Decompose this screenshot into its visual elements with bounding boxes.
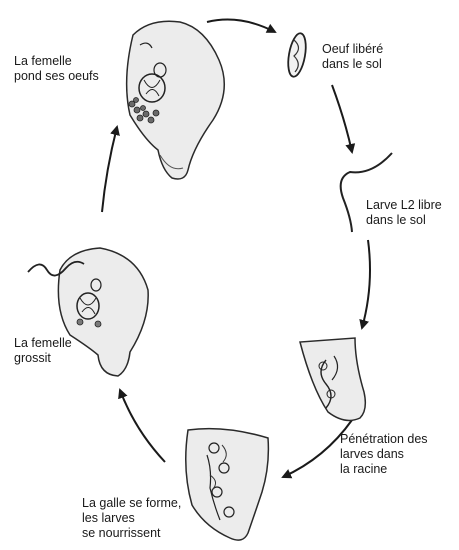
stage-label-root-penetration: Pénétration des larves dans la racine: [340, 432, 428, 477]
arrow-to-egg: [207, 20, 275, 32]
stage-label-egg-released: Oeuf libéré dans le sol: [322, 42, 383, 72]
root-female-laying-icon: [127, 21, 225, 179]
stage-label-egg-laying: La femelle pond ses oeufs: [14, 54, 99, 84]
stage-label-female-grows: La femelle grossit: [14, 336, 72, 366]
arrow-to-larva: [332, 85, 352, 152]
stage-label-free-larva: Larve L2 libre dans le sol: [366, 198, 442, 228]
arrow-to-egg-laying: [102, 127, 117, 212]
arrow-to-penetration: [362, 240, 370, 328]
egg-icon: [285, 32, 308, 78]
arrow-to-female-grows: [120, 390, 165, 462]
root-penetration-icon: [300, 338, 365, 420]
gall-forming-icon: [186, 429, 269, 541]
stage-label-gall-forms: La galle se forme, les larves se nourris…: [82, 496, 181, 541]
